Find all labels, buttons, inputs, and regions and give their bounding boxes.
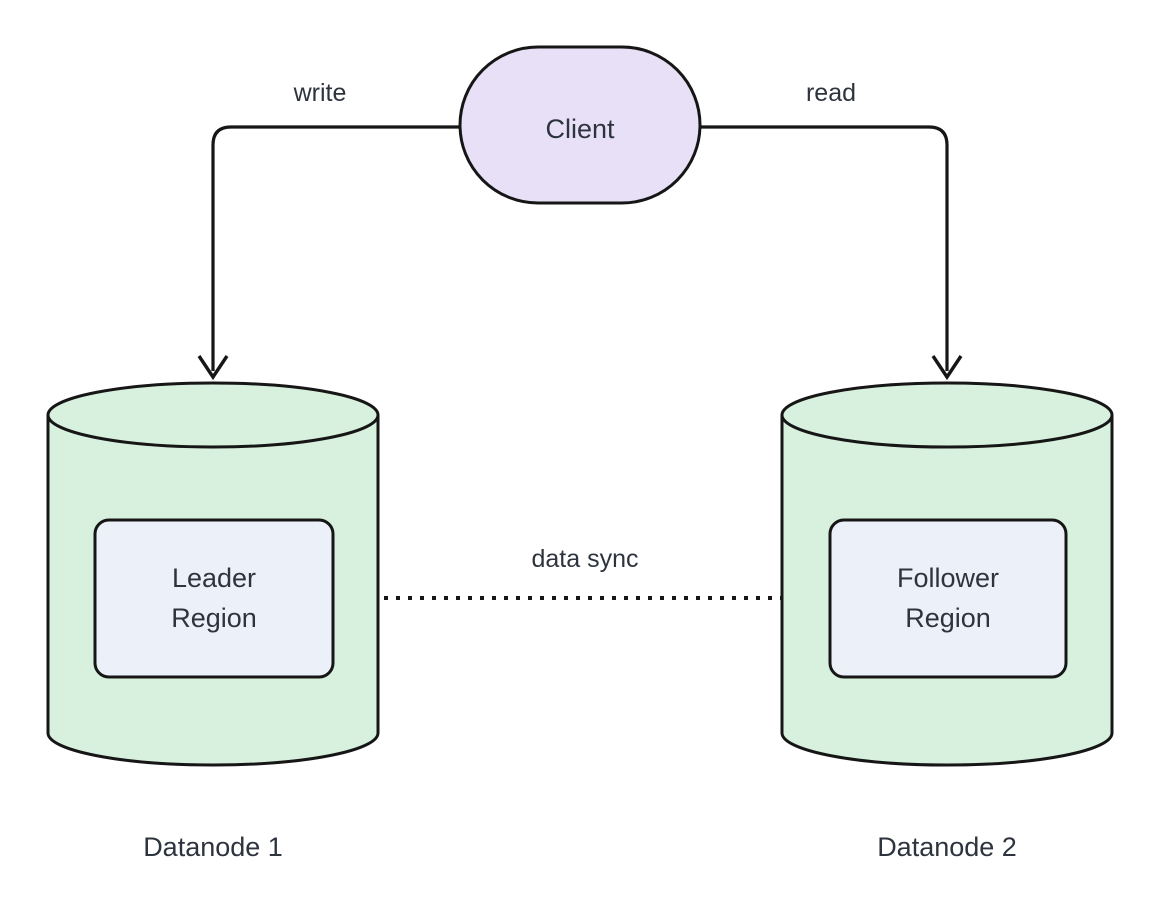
leader-region-label-line2: Region — [171, 603, 257, 633]
datanode1-caption: Datanode 1 — [143, 832, 283, 862]
edge-read: read — [700, 79, 963, 381]
follower-region-label-line2: Region — [905, 603, 991, 633]
datanode1-node: Leader Region Datanode 1 — [46, 381, 380, 862]
datanode2-cylinder-top — [780, 381, 1114, 449]
read-arrowhead-icon — [931, 355, 963, 381]
datanode2-node: Follower Region Datanode 2 — [780, 381, 1114, 862]
follower-region-label-line1: Follower — [897, 563, 999, 593]
leader-region-label-line1: Leader — [172, 563, 256, 593]
client-label: Client — [545, 114, 615, 144]
client-node: Client — [458, 45, 702, 205]
data-sync-edge-label: data sync — [531, 545, 638, 573]
follower-region-box — [828, 518, 1068, 679]
datanode1-cylinder-top — [46, 381, 380, 449]
read-edge-line — [700, 125, 949, 371]
datanode2-caption: Datanode 2 — [877, 832, 1017, 862]
write-edge-line — [211, 125, 460, 371]
write-arrowhead-icon — [197, 355, 229, 381]
client-stadium-shape — [458, 45, 702, 205]
leader-region-box — [93, 518, 335, 679]
read-edge-label: read — [806, 79, 856, 107]
edge-write: write — [197, 79, 460, 381]
edge-data-sync: data sync — [348, 545, 827, 614]
write-edge-label: write — [293, 79, 347, 107]
